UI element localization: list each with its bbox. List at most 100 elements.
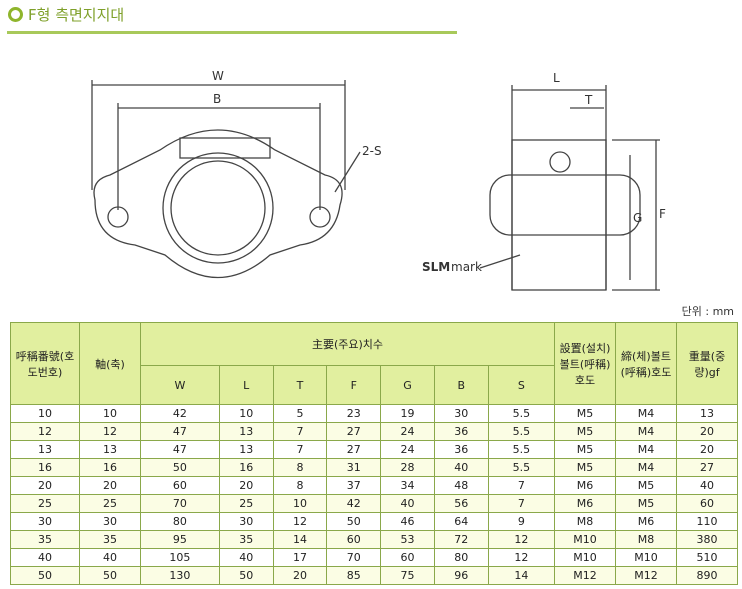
table-cell: 12 bbox=[10, 422, 80, 441]
table-cell: 48 bbox=[433, 476, 489, 495]
table-cell: 31 bbox=[326, 458, 382, 477]
table-cell: M12 bbox=[615, 566, 677, 585]
side-view: L T G F SLM mark bbox=[422, 71, 666, 291]
table-cell: 25 bbox=[79, 494, 141, 513]
table-cell: 24 bbox=[380, 422, 435, 441]
table-cell: 35 bbox=[79, 530, 141, 549]
table-cell: M5 bbox=[554, 404, 616, 423]
table-cell: 64 bbox=[433, 512, 489, 531]
table-cell: 110 bbox=[676, 512, 738, 531]
table-cell: 50 bbox=[218, 566, 274, 585]
table-cell: 5.5 bbox=[487, 422, 556, 441]
table-cell: 10 bbox=[79, 404, 141, 423]
table-cell: 47 bbox=[140, 440, 220, 459]
table-cell: M10 bbox=[554, 530, 616, 549]
table-cell: 5 bbox=[272, 404, 328, 423]
bullet-icon bbox=[8, 7, 23, 22]
table-cell: 12 bbox=[487, 548, 556, 567]
header-dim-f: F bbox=[326, 365, 382, 405]
table-cell: 27 bbox=[326, 440, 382, 459]
header-dim-w: W bbox=[140, 365, 220, 405]
table-cell: 72 bbox=[433, 530, 489, 549]
header-nominal: 呼稱番號(호도번호) bbox=[10, 322, 80, 405]
svg-text:G: G bbox=[633, 211, 642, 225]
table-cell: 130 bbox=[140, 566, 220, 585]
table-cell: 20 bbox=[79, 476, 141, 495]
table-cell: M12 bbox=[554, 566, 616, 585]
table-cell: 13 bbox=[79, 440, 141, 459]
header-dim-t: T bbox=[272, 365, 328, 405]
svg-text:W: W bbox=[212, 69, 224, 83]
table-cell: 60 bbox=[676, 494, 738, 513]
table-cell: 27 bbox=[676, 458, 738, 477]
header-dim-l: L bbox=[218, 365, 274, 405]
table-cell: 890 bbox=[676, 566, 738, 585]
table-cell: M5 bbox=[554, 458, 616, 477]
table-cell: 70 bbox=[140, 494, 220, 513]
table-cell: 25 bbox=[10, 494, 80, 513]
table-cell: 20 bbox=[10, 476, 80, 495]
table-cell: 380 bbox=[676, 530, 738, 549]
table-cell: 60 bbox=[140, 476, 220, 495]
front-view: W B 2-S bbox=[91, 69, 382, 279]
table-cell: 30 bbox=[433, 404, 489, 423]
table-cell: M6 bbox=[554, 476, 616, 495]
table-cell: 34 bbox=[380, 476, 435, 495]
table-cell: 35 bbox=[10, 530, 80, 549]
table-cell: 36 bbox=[433, 440, 489, 459]
header-dim-b: B bbox=[433, 365, 489, 405]
unit-label: 단위 : mm bbox=[681, 305, 734, 318]
table-cell: M6 bbox=[615, 512, 677, 531]
spec-table: 呼稱番號(호도번호) 軸(축) 主要(주요)치수 設置(설치)볼트(呼稱)호도 … bbox=[10, 322, 738, 585]
table-cell: 12 bbox=[272, 512, 328, 531]
table-cell: 20 bbox=[676, 440, 738, 459]
svg-text:mark: mark bbox=[451, 260, 482, 274]
table-cell: 9 bbox=[487, 512, 556, 531]
table-cell: 13 bbox=[218, 440, 274, 459]
table-cell: 60 bbox=[380, 548, 435, 567]
table-cell: 10 bbox=[272, 494, 328, 513]
section-title: F형 측면지지대 bbox=[8, 4, 124, 25]
table-cell: M4 bbox=[615, 440, 677, 459]
table-cell: 30 bbox=[218, 512, 274, 531]
table-cell: 70 bbox=[326, 548, 382, 567]
table-cell: 14 bbox=[487, 566, 556, 585]
table-cell: 13 bbox=[676, 404, 738, 423]
table-cell: 40 bbox=[10, 548, 80, 567]
header-weight: 重量(중량)gf bbox=[676, 322, 738, 405]
header-dim-g: G bbox=[380, 365, 435, 405]
table-cell: 47 bbox=[140, 422, 220, 441]
title-underline bbox=[7, 31, 457, 34]
table-cell: 46 bbox=[380, 512, 435, 531]
dimension-drawing: W B 2-S L T G F SLM mark bbox=[91, 69, 666, 291]
table-cell: 75 bbox=[380, 566, 435, 585]
table-cell: M10 bbox=[554, 548, 616, 567]
table-cell: 7 bbox=[272, 440, 328, 459]
table-cell: 37 bbox=[326, 476, 382, 495]
table-cell: 13 bbox=[10, 440, 80, 459]
svg-text:2-S: 2-S bbox=[362, 144, 382, 158]
svg-text:SLM: SLM bbox=[422, 260, 450, 274]
table-cell: 60 bbox=[326, 530, 382, 549]
table-cell: 25 bbox=[218, 494, 274, 513]
table-cell: 40 bbox=[380, 494, 435, 513]
table-cell: 80 bbox=[140, 512, 220, 531]
table-cell: M5 bbox=[554, 422, 616, 441]
table-cell: 20 bbox=[218, 476, 274, 495]
table-cell: 40 bbox=[218, 548, 274, 567]
table-cell: 40 bbox=[433, 458, 489, 477]
table-cell: 17 bbox=[272, 548, 328, 567]
table-cell: 10 bbox=[10, 404, 80, 423]
table-cell: M4 bbox=[615, 422, 677, 441]
svg-text:F: F bbox=[659, 207, 666, 221]
table-cell: M6 bbox=[554, 494, 616, 513]
table-cell: M8 bbox=[554, 512, 616, 531]
table-cell: 5.5 bbox=[487, 440, 556, 459]
table-cell: 35 bbox=[218, 530, 274, 549]
